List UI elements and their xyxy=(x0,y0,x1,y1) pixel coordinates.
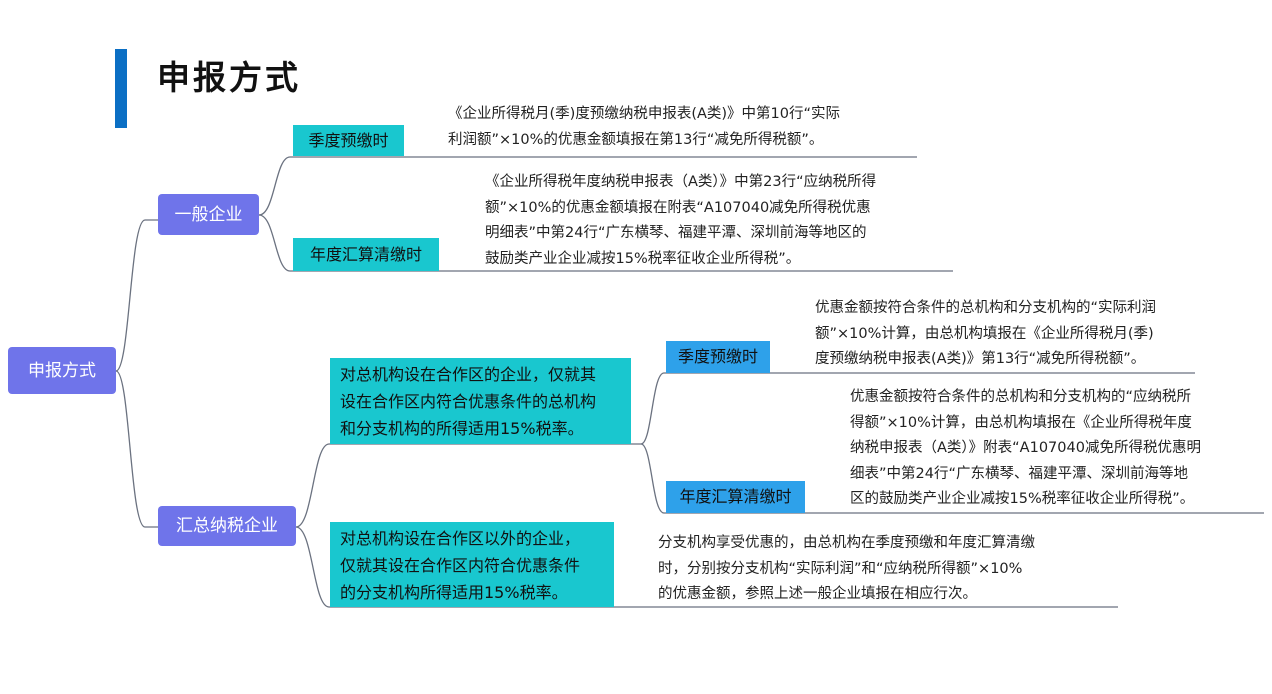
general-quarterly-node[interactable]: 季度预缴时 xyxy=(293,125,404,156)
link-general-annual xyxy=(258,214,291,272)
desc-line: 额”×10%计算，由总机构填报在《企业所得税月(季) xyxy=(815,325,1154,342)
desc-line: 《企业所得税月(季)度预缴纳税申报表(A类)》中第10行“实际 xyxy=(448,106,841,122)
inside-annual-desc: 优惠金额按符合条件的总机构和分支机构的“应纳税所 得额”×10%计算，由总机构填… xyxy=(850,385,1201,513)
outside-detail-desc: 分支机构享受优惠的，由总机构在季度预缴和年度汇算清缴 时，分别按分支机构“实际利… xyxy=(658,531,1035,608)
inside-quarterly-node[interactable]: 季度预缴时 xyxy=(666,341,770,373)
general-annual-label: 年度汇算清缴时 xyxy=(309,244,422,264)
inside-annual-node[interactable]: 年度汇算清缴时 xyxy=(666,481,805,513)
node-line: 对总机构设在合作区以外的企业， xyxy=(340,529,581,548)
desc-line: 时，分别按分支机构“实际利润”和“应纳税所得额”×10% xyxy=(658,560,1023,577)
desc-line: 明细表”中第24行“广东横琴、福建平潭、深圳前海等地区的 xyxy=(485,225,867,241)
link-root-consolidated xyxy=(115,370,158,528)
link-consolidated-outside xyxy=(295,526,330,608)
inside-quarterly-label: 季度预缴时 xyxy=(677,347,758,366)
general-enterprise-label: 一般企业 xyxy=(174,204,243,225)
consolidated-enterprise-node[interactable]: 汇总纳税企业 xyxy=(158,506,296,546)
inside-quarterly-desc: 优惠金额按符合条件的总机构和分支机构的“实际利润 额”×10%计算，由总机构填报… xyxy=(815,296,1156,373)
general-annual-node[interactable]: 年度汇算清缴时 xyxy=(293,238,439,271)
node-line: 和分支机构的所得适用15%税率。 xyxy=(340,419,584,438)
root-node-label: 申报方式 xyxy=(28,360,96,381)
page-title: 申报方式 xyxy=(157,58,301,97)
general-enterprise-node[interactable]: 一般企业 xyxy=(158,194,259,235)
general-quarterly-label: 季度预缴时 xyxy=(308,130,389,150)
desc-line: 优惠金额按符合条件的总机构和分支机构的“应纳税所 xyxy=(850,389,1192,405)
consolidated-enterprise-label: 汇总纳税企业 xyxy=(176,516,278,536)
desc-line: 利润额”×10%的优惠金额填报在第13行“减免所得税额”。 xyxy=(448,131,824,148)
desc-line: 优惠金额按符合条件的总机构和分支机构的“实际利润 xyxy=(815,300,1157,316)
desc-line: 《企业所得税年度纳税申报表（A类）》中第23行“应纳税所得 xyxy=(485,174,877,190)
node-line: 对总机构设在合作区的企业，仅就其 xyxy=(340,365,597,384)
desc-line: 鼓励类产业企业减按15%税率征收企业所得税”。 xyxy=(485,250,801,267)
general-quarterly-desc: 《企业所得税月(季)度预缴纳税申报表(A类)》中第10行“实际 利润额”×10%… xyxy=(448,102,840,153)
desc-line: 度预缴纳税申报表(A类)》第13行“减免所得税额”。 xyxy=(815,351,1146,367)
link-inside-annual xyxy=(640,443,665,514)
link-inside-quarterly xyxy=(640,372,665,445)
desc-line: 分支机构享受优惠的，由总机构在季度预缴和年度汇算清缴 xyxy=(658,535,1035,551)
link-consolidated-inside xyxy=(295,443,330,528)
general-annual-desc: 《企业所得税年度纳税申报表（A类）》中第23行“应纳税所得 额”×10%的优惠金… xyxy=(485,170,876,272)
desc-line: 区的鼓励类产业企业减按15%税率征收企业所得税”。 xyxy=(850,491,1195,507)
node-line: 的分支机构所得适用15%税率。 xyxy=(340,583,568,602)
node-line: 设在合作区内符合优惠条件的总机构 xyxy=(340,392,597,411)
desc-line: 纳税申报表（A类）》附表“A107040减免所得税优惠明 xyxy=(850,440,1201,456)
node-line: 仅就其设在合作区内符合优惠条件 xyxy=(340,556,581,575)
outside-zone-node[interactable]: 对总机构设在合作区以外的企业， 仅就其设在合作区内符合优惠条件 的分支机构所得适… xyxy=(330,522,614,607)
root-node[interactable]: 申报方式 xyxy=(8,347,116,394)
inside-annual-label: 年度汇算清缴时 xyxy=(679,487,792,506)
inside-zone-node[interactable]: 对总机构设在合作区的企业，仅就其 设在合作区内符合优惠条件的总机构 和分支机构的… xyxy=(330,358,631,444)
link-general-quarterly xyxy=(258,156,291,216)
desc-line: 额”×10%的优惠金额填报在附表“A107040减免所得税优惠 xyxy=(485,199,871,216)
desc-line: 细表”中第24行“广东横琴、福建平潭、深圳前海等地 xyxy=(850,465,1188,482)
desc-line: 得额”×10%计算，由总机构填报在《企业所得税年度 xyxy=(850,414,1192,431)
link-root-general xyxy=(115,219,158,372)
title-accent-bar xyxy=(115,49,127,128)
desc-line: 的优惠金额，参照上述一般企业填报在相应行次。 xyxy=(658,586,977,602)
